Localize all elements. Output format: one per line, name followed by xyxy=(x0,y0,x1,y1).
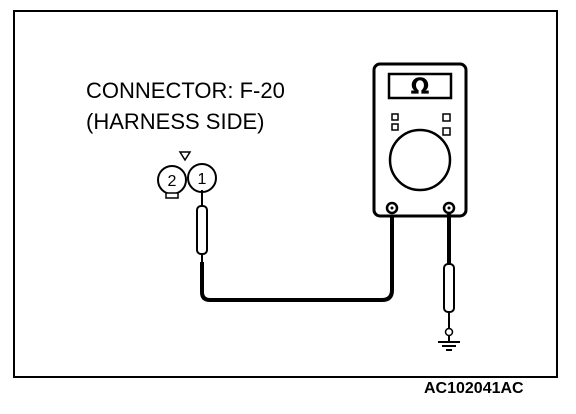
probe-handle-left xyxy=(196,205,208,255)
meter-button xyxy=(391,113,399,121)
meter-selector-dial xyxy=(388,128,452,192)
test-lead-wire xyxy=(200,210,394,302)
connector-index-mark xyxy=(178,151,192,162)
connector-subtitle: (HARNESS SIDE) xyxy=(86,109,265,134)
probe-handle-right xyxy=(443,263,455,313)
pin-2-label: 2 xyxy=(168,173,177,190)
connector-icon: 2 1 xyxy=(157,151,217,199)
ohmmeter-icon: Ω xyxy=(372,62,468,218)
meter-unit-symbol: Ω xyxy=(411,75,430,100)
probe-icon xyxy=(196,190,208,262)
meter-display xyxy=(387,72,453,100)
connector-latch xyxy=(165,192,179,199)
figure-code: AC102041AC xyxy=(424,380,524,397)
connector-title: CONNECTOR: F-20 xyxy=(86,78,285,103)
meter-button xyxy=(442,113,451,122)
ground-symbol-icon xyxy=(438,341,460,351)
ground-lead xyxy=(443,213,455,342)
pin-1-label: 1 xyxy=(198,171,207,188)
meter-button xyxy=(391,123,399,131)
meter-button xyxy=(442,127,451,136)
